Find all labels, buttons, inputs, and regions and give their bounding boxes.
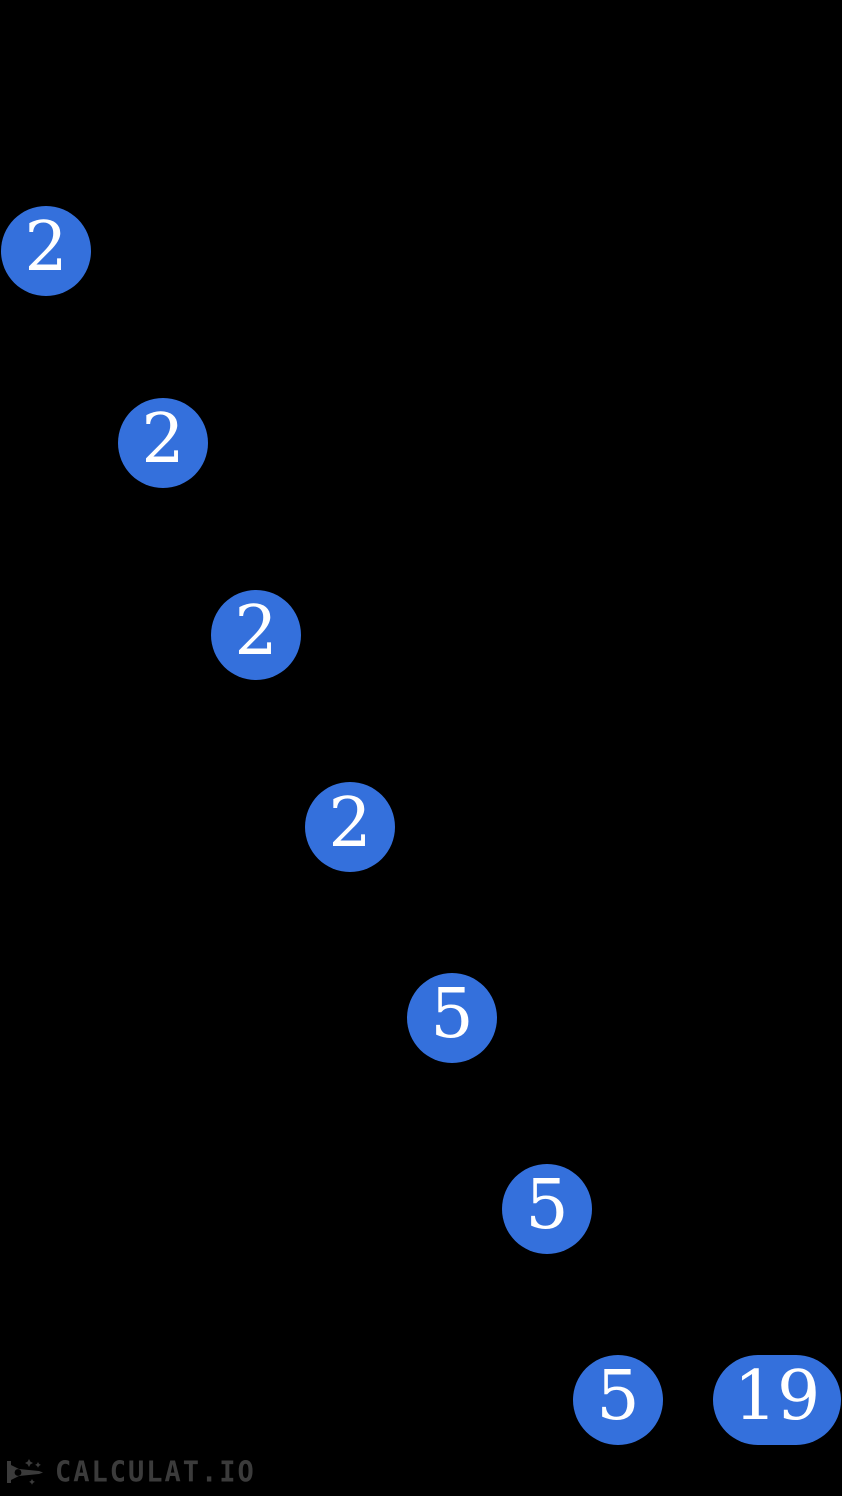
watermark: CALCULAT.IO [5, 1455, 256, 1489]
rocket-icon [5, 1455, 49, 1489]
prime-factor-node-7: 5 [573, 1355, 663, 1445]
prime-factor-node-2: 2 [118, 398, 208, 488]
watermark-label: CALCULAT.IO [55, 1455, 256, 1489]
prime-factor-node-1: 2 [1, 206, 91, 296]
prime-factor-node-8: 19 [713, 1355, 841, 1445]
prime-factor-node-5: 5 [407, 973, 497, 1063]
prime-factor-node-6: 5 [502, 1164, 592, 1254]
prime-factor-node-3: 2 [211, 590, 301, 680]
prime-factor-node-4: 2 [305, 782, 395, 872]
